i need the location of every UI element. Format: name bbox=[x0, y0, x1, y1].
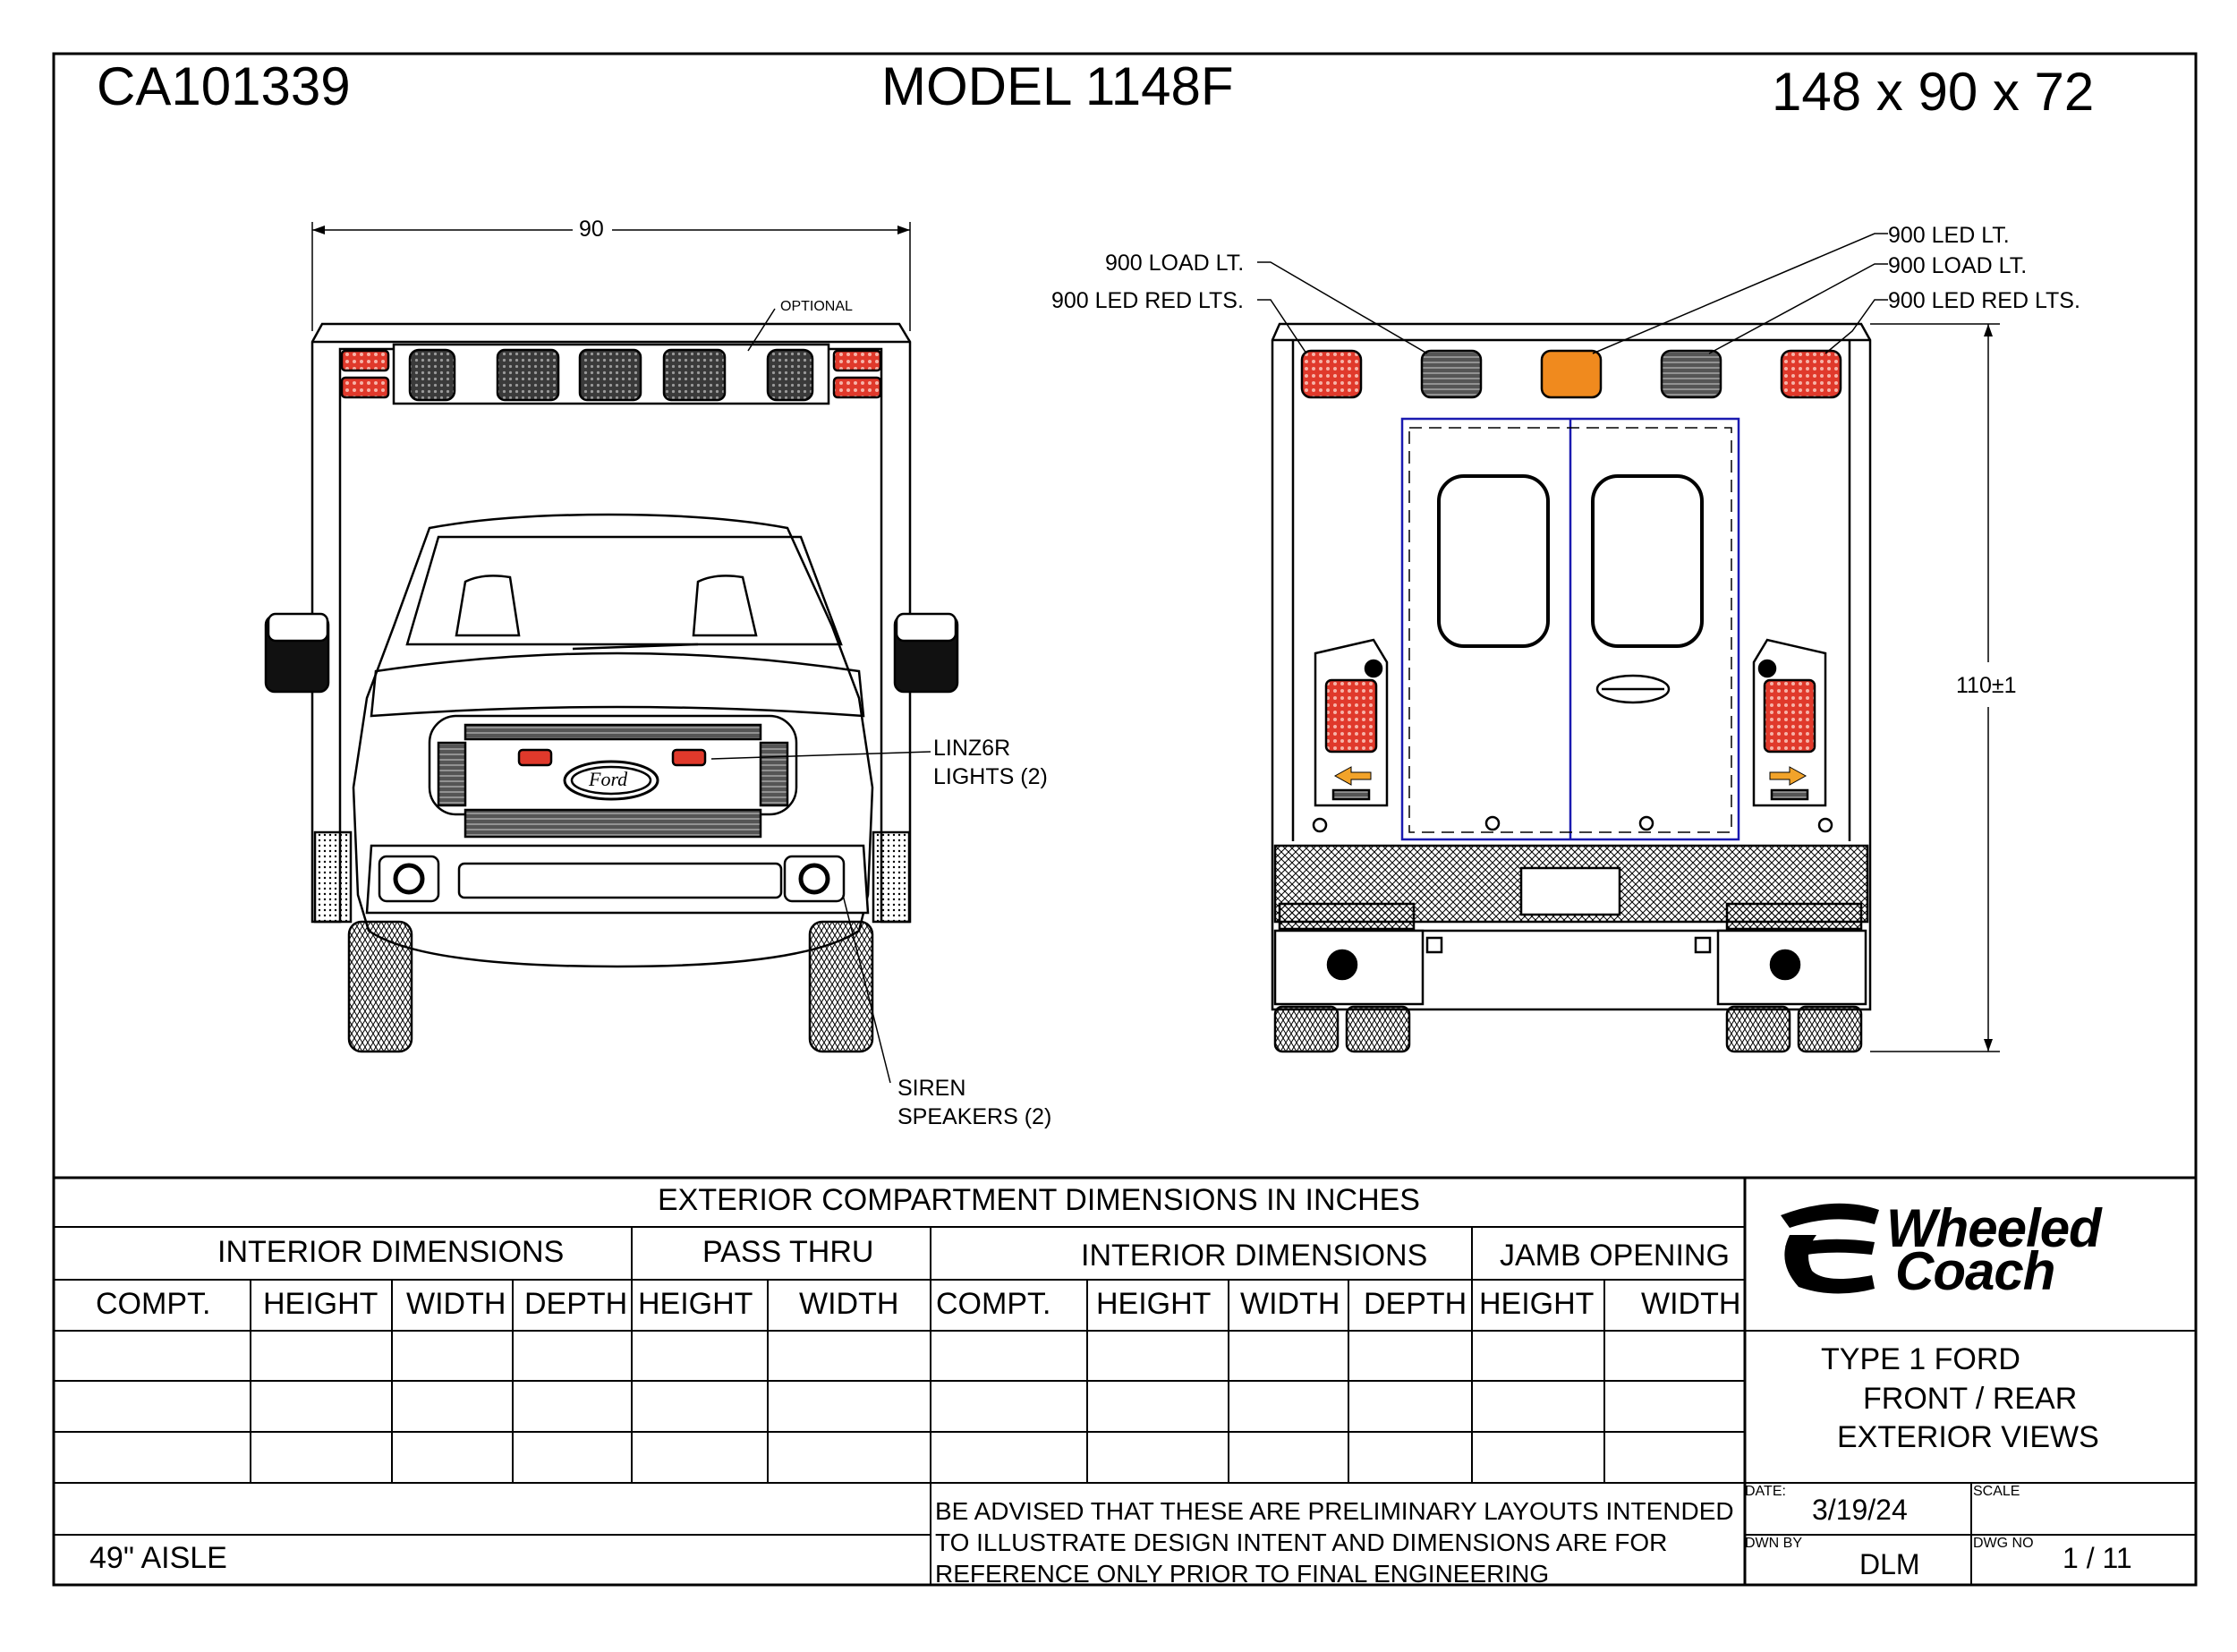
aisle-note: 49" AISLE bbox=[89, 1541, 227, 1575]
disclaimer-line2: TO ILLUSTRATE DESIGN INTENT AND DIMENSIO… bbox=[935, 1529, 1668, 1556]
dwg-no-value: 1 / 11 bbox=[2063, 1542, 2132, 1574]
col-height-4: HEIGHT bbox=[1479, 1287, 1595, 1321]
linz-label-line1: LINZ6R bbox=[933, 736, 1011, 761]
front-view bbox=[264, 222, 959, 1084]
disclaimer-line1: BE ADVISED THAT THESE ARE PRELIMINARY LA… bbox=[935, 1497, 1734, 1525]
rear-callout-red-right: 900 LED RED LTS. bbox=[1888, 288, 2080, 313]
group-interior-dimensions-left: INTERIOR DIMENSIONS bbox=[217, 1235, 565, 1269]
dwg-no-label: DWG NO bbox=[1973, 1536, 2034, 1551]
ford-badge-text: Ford bbox=[589, 768, 628, 790]
logo-wordmark-line2: Coach bbox=[1895, 1241, 2055, 1301]
date-value: 3/19/24 bbox=[1812, 1494, 1908, 1526]
front-right-tire bbox=[808, 920, 874, 1053]
group-interior-dimensions-right: INTERIOR DIMENSIONS bbox=[1081, 1239, 1428, 1273]
siren-label-line1: SIREN bbox=[897, 1076, 966, 1101]
rear-callout-load-left: 900 LOAD LT. bbox=[1105, 251, 1245, 276]
col-compt-left: COMPT. bbox=[96, 1287, 211, 1321]
scale-label: SCALE bbox=[1973, 1484, 2020, 1499]
model-title: MODEL 1148F bbox=[881, 56, 1234, 116]
optional-label: OPTIONAL bbox=[780, 299, 853, 314]
col-depth-3: DEPTH bbox=[1364, 1287, 1467, 1321]
table-grid bbox=[54, 1176, 2196, 1585]
box-dimensions: 148 x 90 x 72 bbox=[1772, 62, 2095, 122]
wheeled-coach-logo bbox=[1781, 1203, 1879, 1294]
table-title: EXTERIOR COMPARTMENT DIMENSIONS IN INCHE… bbox=[658, 1183, 1420, 1217]
front-left-tire bbox=[347, 920, 413, 1053]
job-number: CA101339 bbox=[97, 56, 351, 116]
description-line3: EXTERIOR VIEWS bbox=[1837, 1420, 2099, 1454]
drawn-by-value: DLM bbox=[1859, 1548, 1920, 1580]
linz-label-line2: LIGHTS (2) bbox=[933, 764, 1048, 789]
rear-doors bbox=[1400, 417, 1740, 841]
ford-badge bbox=[563, 760, 659, 801]
front-light-bar bbox=[340, 348, 882, 402]
disclaimer-line3: REFERENCE ONLY PRIOR TO FINAL ENGINEERIN… bbox=[935, 1560, 1550, 1588]
col-width-4: WIDTH bbox=[1641, 1287, 1741, 1321]
group-jamb-opening: JAMB OPENING bbox=[1500, 1239, 1730, 1273]
group-pass-thru: PASS THRU bbox=[702, 1235, 874, 1269]
col-compt-right: COMPT. bbox=[936, 1287, 1051, 1321]
logo-wordmark-line1: Wheeled bbox=[1886, 1198, 2102, 1258]
col-width-2: WIDTH bbox=[799, 1287, 899, 1321]
col-depth-1: DEPTH bbox=[524, 1287, 628, 1321]
siren-label-line2: SPEAKERS (2) bbox=[897, 1104, 1052, 1129]
height-dimension-label: 110±1 bbox=[1956, 673, 2017, 698]
description-line2: FRONT / REAR bbox=[1863, 1382, 2078, 1416]
width-dimension-label: 90 bbox=[579, 217, 604, 242]
col-width-3: WIDTH bbox=[1240, 1287, 1340, 1321]
rear-callout-led: 900 LED LT. bbox=[1888, 223, 2010, 248]
rear-callout-red-left: 900 LED RED LTS. bbox=[1051, 288, 1244, 313]
col-height-2: HEIGHT bbox=[638, 1287, 753, 1321]
sheet-border bbox=[52, 52, 2198, 1587]
col-height-3: HEIGHT bbox=[1096, 1287, 1212, 1321]
description-line1: TYPE 1 FORD bbox=[1821, 1342, 2020, 1376]
col-width-1: WIDTH bbox=[406, 1287, 506, 1321]
rear-callout-load-right: 900 LOAD LT. bbox=[1888, 253, 2028, 278]
col-height-1: HEIGHT bbox=[263, 1287, 379, 1321]
rear-light-bar bbox=[1300, 349, 1842, 399]
date-label: DATE: bbox=[1745, 1484, 1786, 1499]
drawn-by-label: DWN BY bbox=[1745, 1536, 1802, 1551]
rear-view bbox=[1257, 233, 2000, 1053]
